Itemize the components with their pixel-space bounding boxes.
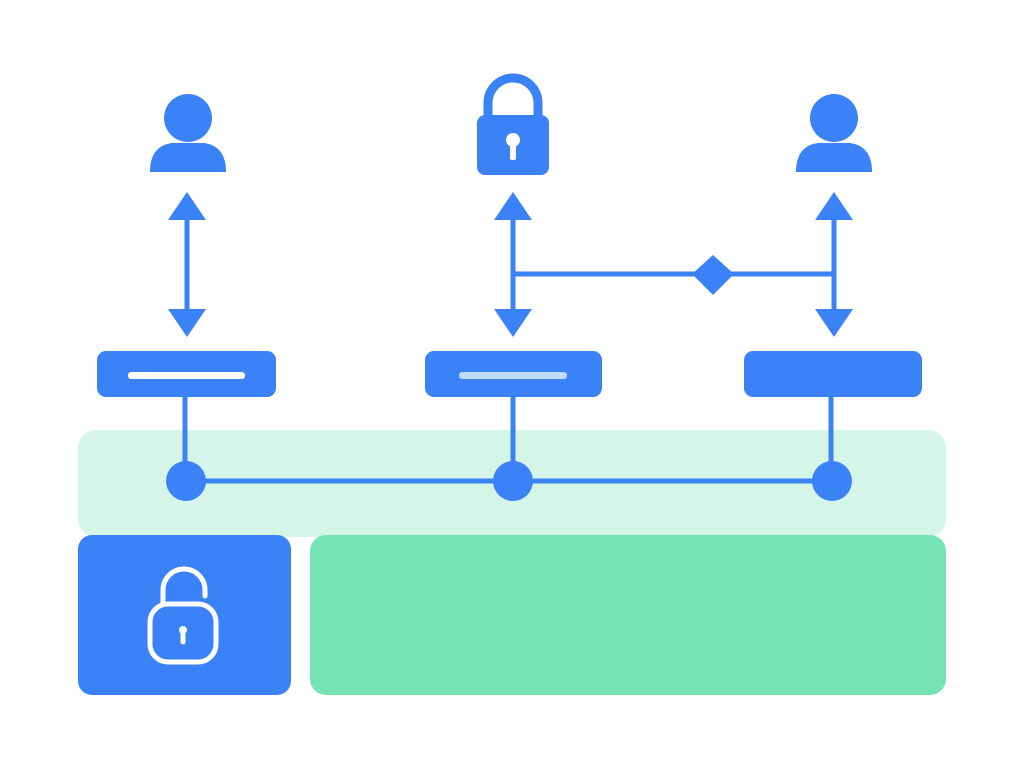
arrow-head-left-down [168,309,206,337]
arrow-heads [168,192,853,337]
bar-center[interactable] [425,351,602,397]
bar-left[interactable] [97,351,276,397]
bus-node-left[interactable] [166,461,206,501]
arrow-head-center-up [494,192,532,220]
bar-left-line [128,372,245,379]
bar-right[interactable] [744,351,922,397]
arrow-head-left-up [168,192,206,220]
bus-node-center[interactable] [493,461,533,501]
bar-center-line [459,372,567,379]
bridge-diamond [692,255,734,295]
lock-icon[interactable] [477,73,549,175]
arrow-head-right-down [815,309,853,337]
arrow-head-center-down [494,309,532,337]
user-icon[interactable] [796,94,872,172]
content-panel[interactable] [310,535,946,695]
bus-node-right[interactable] [812,461,852,501]
arrow-head-right-up [815,192,853,220]
unlocked-lock-icon [147,566,219,665]
lock-panel[interactable] [78,535,291,695]
user-icon[interactable] [150,94,226,172]
